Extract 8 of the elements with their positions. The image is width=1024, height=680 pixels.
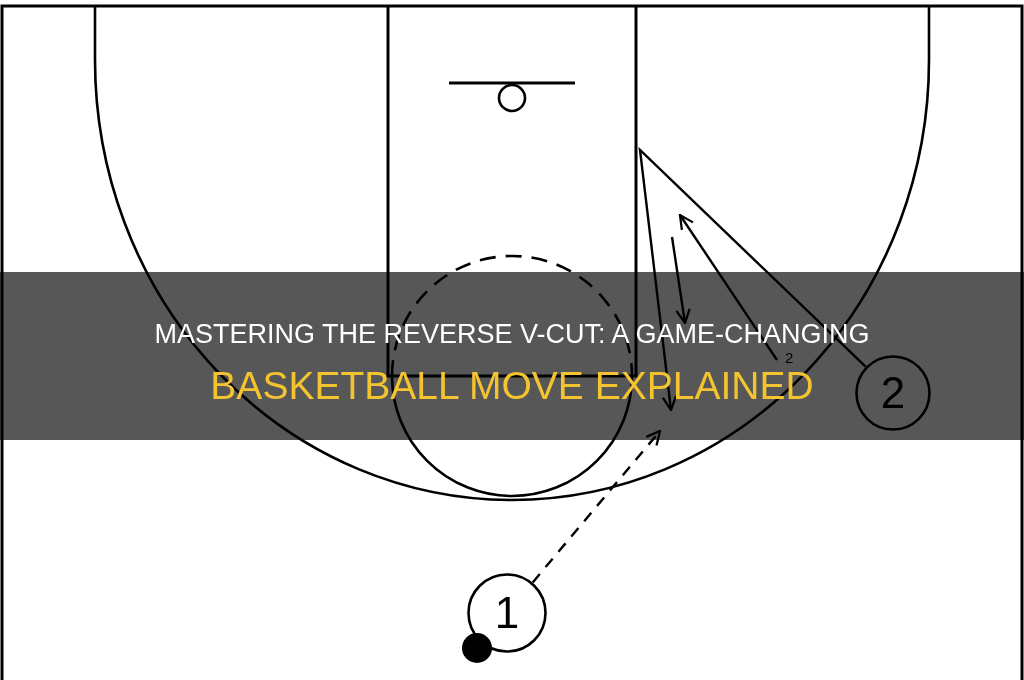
player-number: 2 [880,371,906,415]
player-circle [855,355,931,431]
step-number: 2 [785,350,794,365]
title-text: MASTERING THE REVERSE V-CUT: A GAME-CHANGING [154,321,870,348]
player-number: 1 [494,591,520,635]
pass-arrow [531,429,662,584]
player-circle [467,573,547,653]
cut-arrow [638,146,867,412]
